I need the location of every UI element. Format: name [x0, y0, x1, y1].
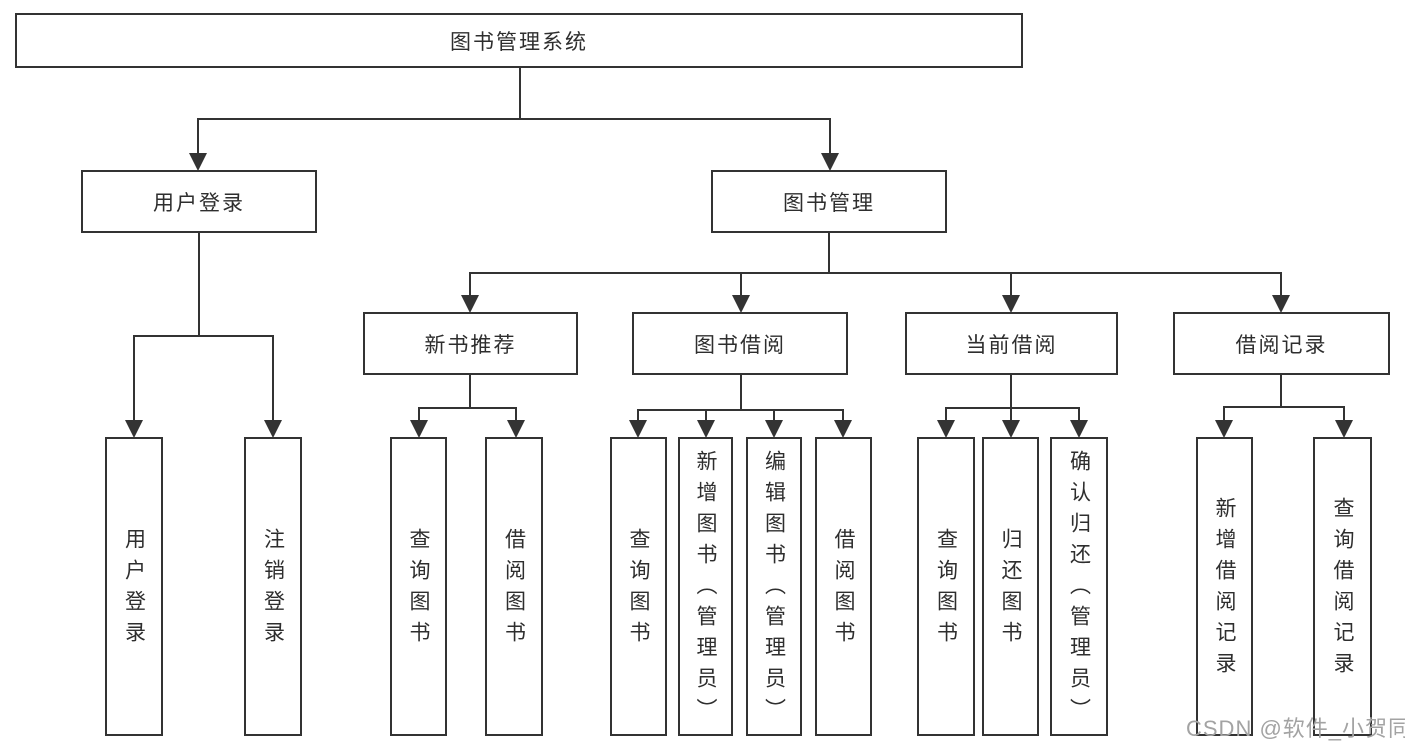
- arrow-down-icon: [937, 420, 955, 438]
- arrow-down-icon: [125, 420, 143, 438]
- connector-line: [637, 409, 639, 423]
- node-user-login: 用户登录: [81, 170, 317, 233]
- connector-line: [842, 409, 844, 423]
- connector-line: [272, 335, 274, 423]
- connector-line: [1280, 272, 1282, 298]
- node-borrowing-records: 借阅记录: [1173, 312, 1390, 375]
- connector-line: [198, 233, 200, 337]
- arrow-down-icon: [189, 153, 207, 171]
- arrow-down-icon: [1215, 420, 1233, 438]
- connector-line: [945, 407, 947, 423]
- node-leaf-cb-return-books: 归还图书: [982, 437, 1039, 736]
- connector-line: [705, 409, 707, 423]
- arrow-down-icon: [732, 295, 750, 313]
- arrow-down-icon: [264, 420, 282, 438]
- node-leaf-nb-query-books: 查询图书: [390, 437, 447, 736]
- node-leaf-bb-edit-books-admin: 编辑图书（管理员）: [746, 437, 802, 736]
- arrow-down-icon: [697, 420, 715, 438]
- connector-line: [740, 272, 742, 298]
- connector-line: [469, 272, 1282, 274]
- node-book-management: 图书管理: [711, 170, 947, 233]
- arrow-down-icon: [821, 153, 839, 171]
- node-leaf-bb-query-books: 查询图书: [610, 437, 667, 736]
- connector-line: [1010, 375, 1012, 409]
- connector-line: [469, 375, 471, 409]
- arrow-down-icon: [629, 420, 647, 438]
- connector-line: [469, 272, 471, 298]
- connector-line: [637, 409, 844, 411]
- node-leaf-cb-query-books: 查询图书: [917, 437, 975, 736]
- node-leaf-bb-add-books-admin: 新增图书（管理员）: [678, 437, 733, 736]
- connector-line: [740, 375, 742, 411]
- node-leaf-bb-borrow-books: 借阅图书: [815, 437, 872, 736]
- node-new-book-recommend: 新书推荐: [363, 312, 578, 375]
- connector-line: [418, 407, 420, 423]
- connector-line: [1010, 272, 1012, 298]
- connector-line: [1078, 407, 1080, 423]
- arrow-down-icon: [1002, 420, 1020, 438]
- node-leaf-cb-confirm-return-admin: 确认归还（管理员）: [1050, 437, 1108, 736]
- connector-line: [1280, 375, 1282, 408]
- arrow-down-icon: [1002, 295, 1020, 313]
- connector-line: [828, 233, 830, 274]
- connector-line: [418, 407, 517, 409]
- watermark: CSDN @软件_小贺同学: [1186, 716, 1405, 741]
- connector-line: [197, 118, 199, 158]
- node-leaf-logout: 注销登录: [244, 437, 302, 736]
- arrow-down-icon: [507, 420, 525, 438]
- connector-line: [515, 407, 517, 423]
- connector-line: [519, 68, 521, 119]
- node-leaf-br-add-record: 新增借阅记录: [1196, 437, 1253, 736]
- arrow-down-icon: [1335, 420, 1353, 438]
- connector-line: [197, 118, 831, 120]
- node-book-borrowing: 图书借阅: [632, 312, 848, 375]
- node-leaf-br-query-record: 查询借阅记录: [1313, 437, 1372, 736]
- node-leaf-nb-borrow-books: 借阅图书: [485, 437, 543, 736]
- node-root: 图书管理系统: [15, 13, 1023, 68]
- arrow-down-icon: [461, 295, 479, 313]
- arrow-down-icon: [1272, 295, 1290, 313]
- connector-line: [1343, 406, 1345, 423]
- arrow-down-icon: [765, 420, 783, 438]
- connector-line: [773, 409, 775, 423]
- node-leaf-user-login: 用户登录: [105, 437, 163, 736]
- connector-line: [1223, 406, 1345, 408]
- arrow-down-icon: [1070, 420, 1088, 438]
- connector-line: [1223, 406, 1225, 423]
- node-current-borrowing: 当前借阅: [905, 312, 1118, 375]
- connector-line: [1010, 407, 1012, 423]
- connector-line: [829, 118, 831, 158]
- connector-line: [945, 407, 1080, 409]
- arrow-down-icon: [834, 420, 852, 438]
- connector-line: [133, 335, 135, 423]
- connector-line: [133, 335, 274, 337]
- arrow-down-icon: [410, 420, 428, 438]
